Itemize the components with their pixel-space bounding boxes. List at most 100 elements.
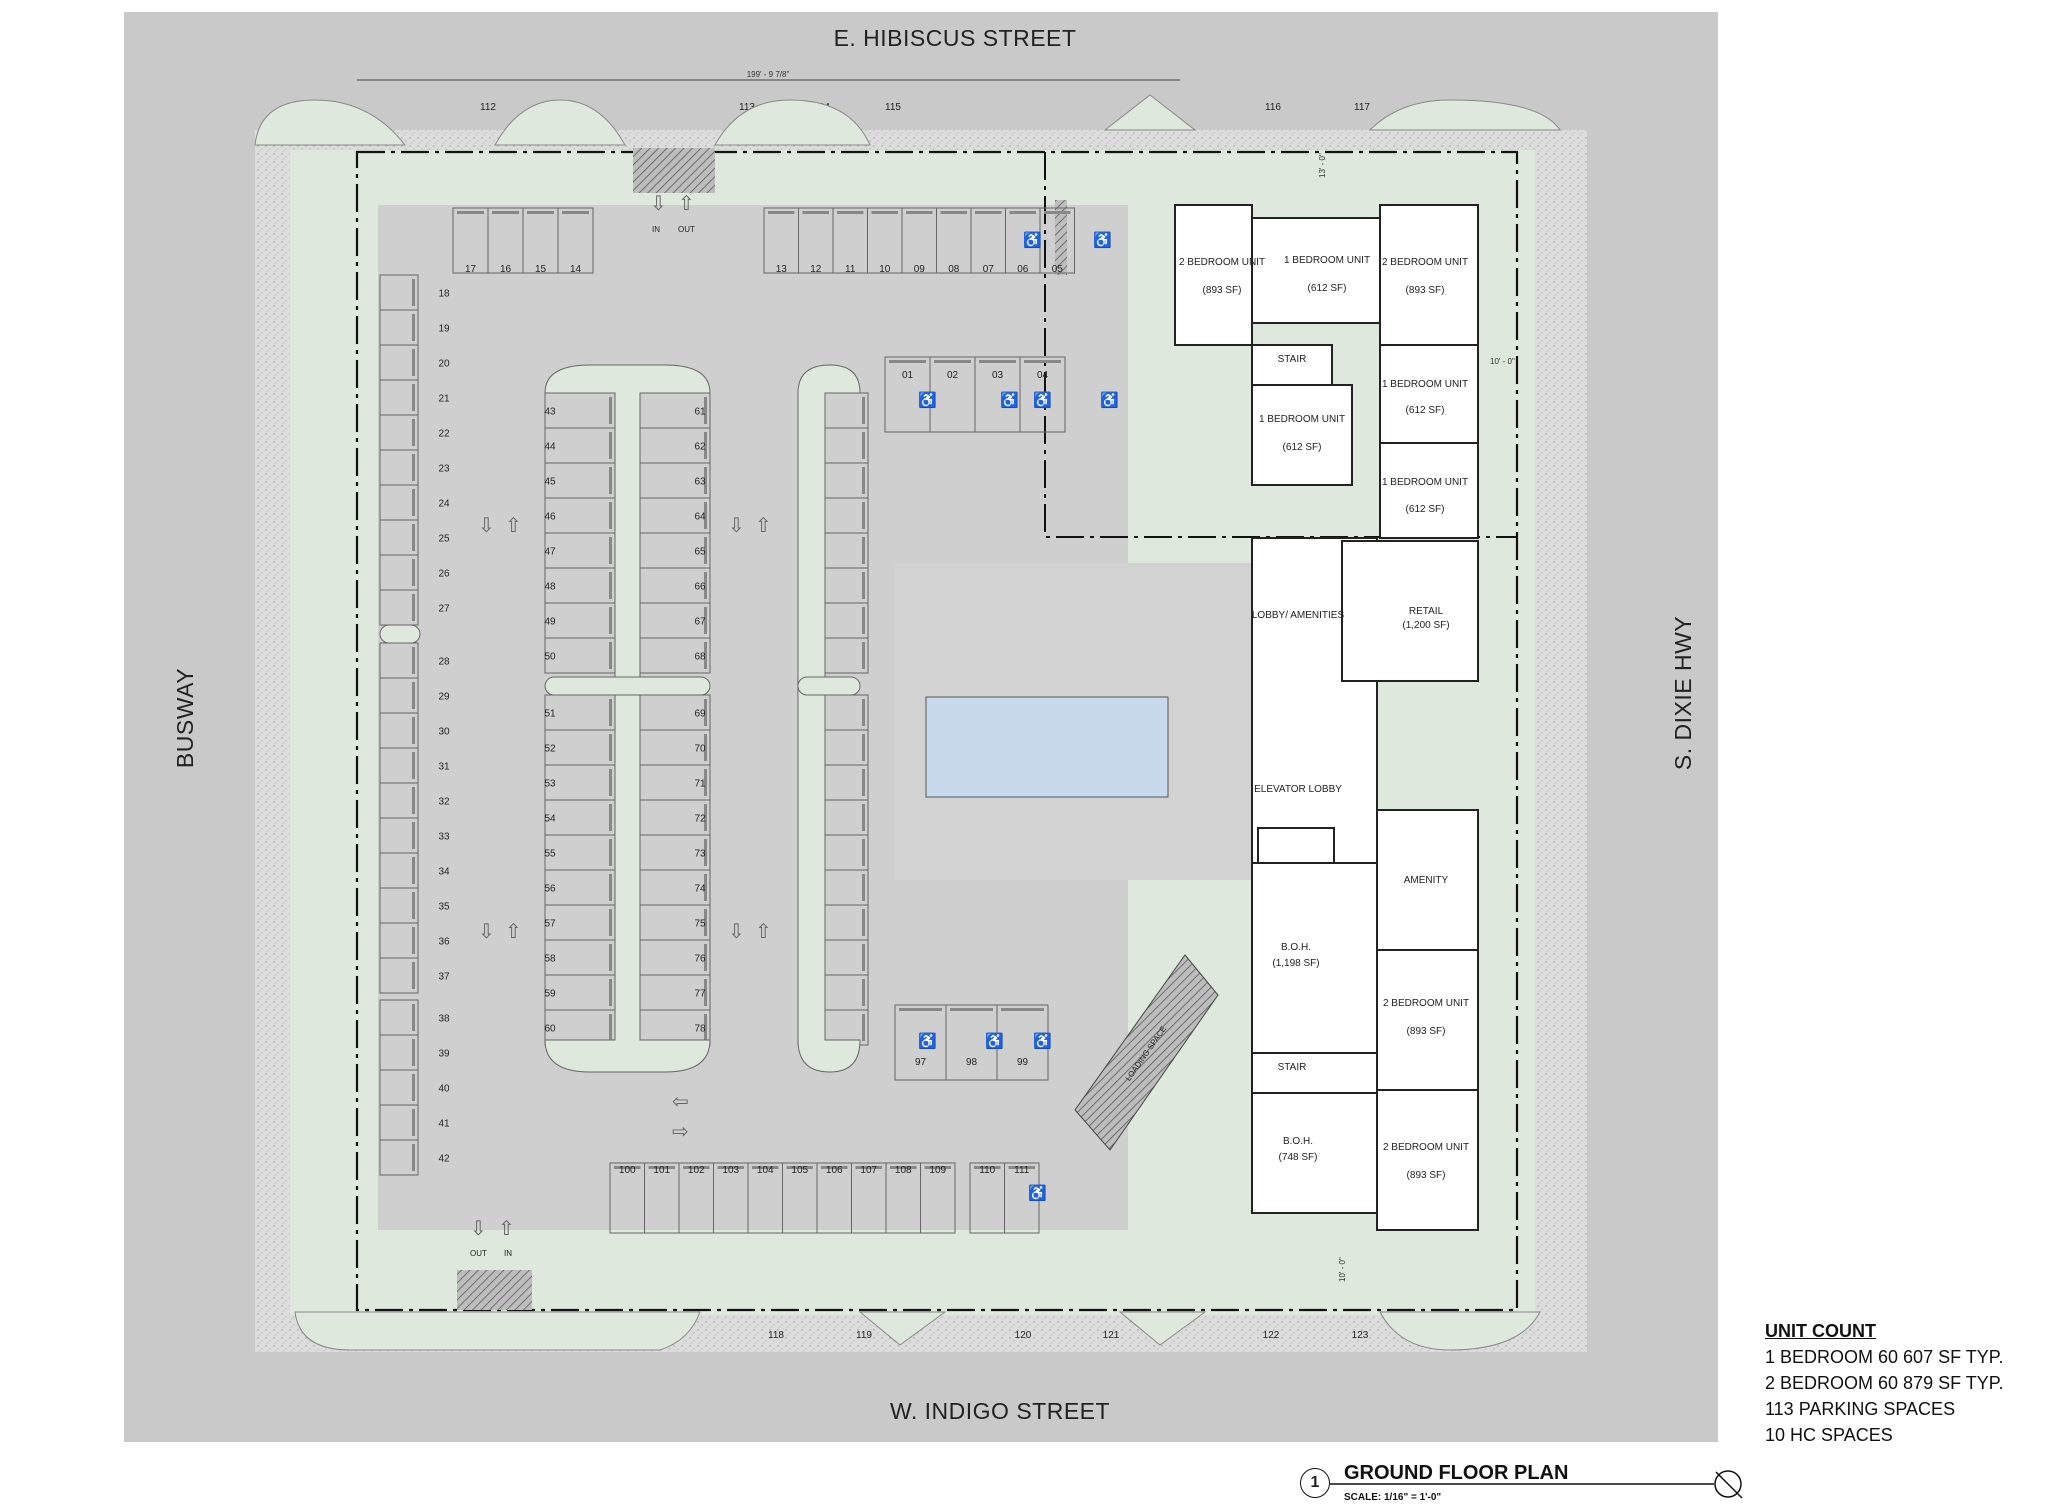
wheel-stop	[704, 944, 707, 971]
handicap-icon: ♿	[1033, 391, 1052, 409]
wheel-stop	[609, 467, 612, 494]
stall-label-island: 75	[694, 919, 706, 930]
parking-islands	[379, 364, 861, 1073]
wheel-stop	[940, 211, 967, 214]
stall-label-south: 110	[979, 1165, 995, 1176]
wheel-stop	[609, 874, 612, 901]
unit-2br-4-area: (893 SF)	[1407, 1170, 1446, 1181]
wheel-stop	[862, 397, 865, 424]
stall-label-south: 108	[895, 1165, 912, 1176]
wheel-stop	[704, 979, 707, 1006]
wheel-stop	[609, 502, 612, 529]
landscape-bumps	[254, 94, 1561, 1351]
handicap-icon: ♿	[1028, 1184, 1047, 1202]
wheel-stop	[862, 944, 865, 971]
retail-area: (1,200 SF)	[1402, 620, 1449, 631]
handicap-icon: ♿	[1093, 231, 1112, 249]
unit-count-legend: UNIT COUNT 1 BEDROOM 60 607 SF TYP. 2 BE…	[1765, 1318, 2035, 1448]
stall-label-west: 29	[438, 692, 450, 703]
wheel-stop	[412, 787, 415, 814]
stall-label-island: 61	[694, 407, 706, 418]
wheel-stop	[802, 211, 829, 214]
boh-1-name: B.O.H.	[1281, 942, 1311, 953]
wheel-stop	[704, 909, 707, 936]
stair-1: STAIR	[1278, 354, 1307, 365]
tree-number: 117	[1354, 102, 1370, 113]
stall-label-west: 36	[438, 937, 450, 948]
stall-label-island: 69	[694, 709, 706, 720]
wheel-stop	[609, 537, 612, 564]
arrow-icon: ⇧	[505, 515, 522, 537]
parking-stall	[996, 1004, 1049, 1081]
wheel-stop	[562, 211, 589, 214]
stall-label-island: 57	[544, 919, 556, 930]
wheel-stop	[704, 607, 707, 634]
arrow-icon: ⇧	[498, 1218, 515, 1240]
wheel-stop	[648, 1166, 675, 1169]
stall-label-west: 23	[438, 464, 450, 475]
wheel-stop	[412, 419, 415, 446]
arrow-icon: ⇩	[728, 921, 745, 943]
street-east: S. DIXIE HWY	[1670, 616, 1696, 770]
stall-label-south: 111	[1014, 1165, 1030, 1176]
parking-stall	[1039, 207, 1075, 274]
stall-label-island: 68	[694, 652, 706, 663]
stall-label-west: 21	[438, 394, 450, 405]
wheel-stop	[862, 699, 865, 726]
wheel-stop	[704, 642, 707, 669]
stall-label-island: 65	[694, 547, 706, 558]
wheel-stop	[704, 769, 707, 796]
wheel-stop	[704, 804, 707, 831]
wheel-stop	[609, 397, 612, 424]
stall-label-west: 24	[438, 499, 450, 510]
in-label-south: IN	[504, 1249, 512, 1258]
stall-label-island: 72	[694, 814, 706, 825]
boh-1-area: (1,198 SF)	[1272, 958, 1319, 969]
stall-label-island: 73	[694, 849, 706, 860]
tree-number: 122	[1263, 1330, 1280, 1341]
stall-label-hc: 02	[947, 370, 959, 381]
stall-label-west: 41	[438, 1119, 450, 1130]
wheel-stop	[412, 822, 415, 849]
wheel-stop	[855, 1166, 882, 1169]
unit-count-row: 1 BEDROOM 60 607 SF TYP.	[1765, 1347, 2004, 1367]
stall-label-north: 05	[1052, 264, 1064, 275]
loading-hatch	[1055, 200, 1067, 275]
drawing-number: 1	[1300, 1468, 1330, 1498]
stall-label-hc: 04	[1037, 370, 1049, 381]
wheel-stop	[609, 909, 612, 936]
stall-label-island: 78	[694, 1024, 706, 1035]
parking-stall	[1004, 1162, 1040, 1234]
room-labels: 2 BEDROOM UNIT (893 SF) 1 BEDROOM UNIT (…	[1179, 255, 1469, 1181]
stall-label-south-hc: 98	[966, 1057, 978, 1068]
wheel-stop	[412, 559, 415, 586]
amenity-label: AMENITY	[1404, 875, 1449, 886]
unit-2br-1-area: (893 SF)	[1203, 285, 1242, 296]
east-setback-dim: 10' - 0"	[1490, 357, 1515, 366]
wheel-stop	[412, 1109, 415, 1136]
stall-label-west: 40	[438, 1084, 450, 1095]
wheel-stop	[704, 572, 707, 599]
wheel-stop	[609, 642, 612, 669]
lobby-label: LOBBY/ AMENITIES	[1252, 610, 1345, 621]
tree-number: 112	[480, 102, 496, 113]
arrow-icon: ⇧	[755, 921, 772, 943]
wheel-stop	[862, 1014, 865, 1041]
arrow-icon: ⇩	[728, 515, 745, 537]
stall-label-west: 18	[438, 289, 450, 300]
stall-label-west: 34	[438, 867, 450, 878]
stall-label-island: 50	[544, 652, 556, 663]
wheel-stop	[609, 432, 612, 459]
wheel-stop	[924, 1166, 951, 1169]
stall-label-west: 20	[438, 359, 450, 370]
wheel-stop	[906, 211, 933, 214]
stall-label-island: 46	[544, 512, 556, 523]
drawing-scale: SCALE: 1/16" = 1'-0"	[1344, 1492, 1442, 1503]
stall-label-island: 55	[544, 849, 556, 860]
hc-icons: ♿♿♿♿♿♿♿♿♿♿	[918, 231, 1119, 1202]
stall-label-island: 56	[544, 884, 556, 895]
boh-2-name: B.O.H.	[1283, 1136, 1313, 1147]
stall-label-island: 64	[694, 512, 706, 523]
